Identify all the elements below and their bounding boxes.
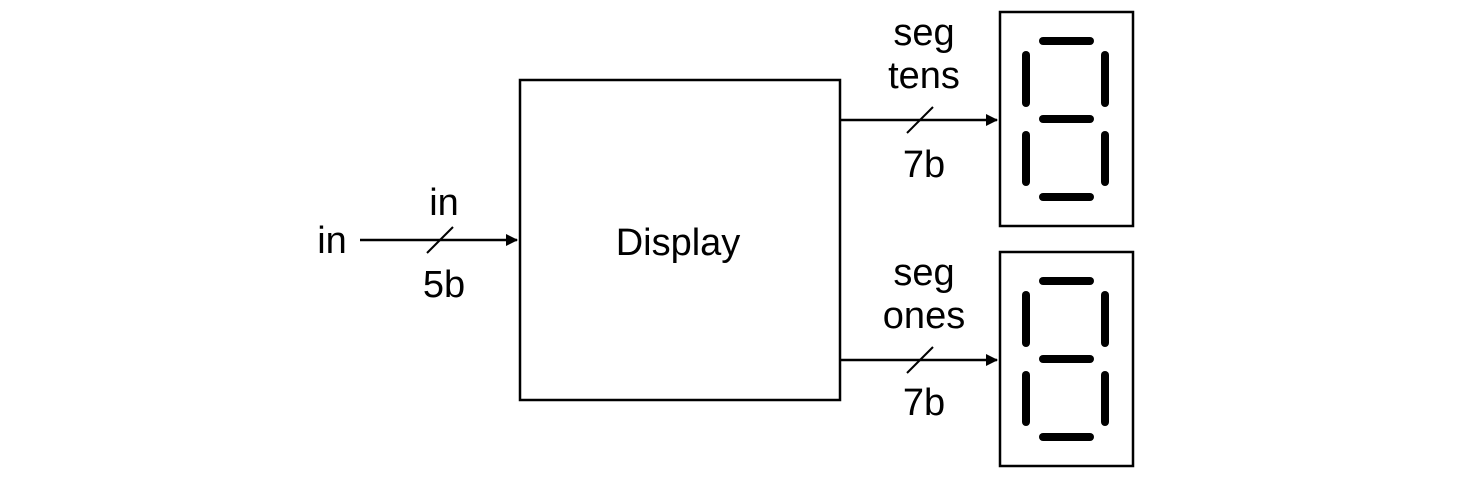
display-block-label: Display	[616, 222, 741, 264]
seg-tens-name-line2: tens	[888, 55, 960, 97]
seg-tens-name-line1: seg	[893, 12, 954, 54]
seg-tens-bus-slash	[906, 106, 934, 134]
seven-segment-frame-tens	[998, 10, 1135, 228]
seven-segment-display-ones	[998, 250, 1135, 468]
seg-ones-bus-width: 7b	[903, 382, 945, 424]
seg-ones-name-line2: ones	[883, 295, 965, 337]
input-port-label: in	[317, 220, 347, 262]
seg-ones-bus-slash	[906, 346, 934, 374]
display-block	[518, 78, 842, 402]
seg-ones-name-line1: seg	[893, 252, 954, 294]
seg-tens-bus-width: 7b	[903, 144, 945, 186]
input-bus-width: 5b	[423, 264, 465, 306]
input-bus-slash	[426, 226, 454, 254]
input-wire-name: in	[429, 182, 459, 224]
seven-segment-frame-ones	[998, 250, 1135, 468]
seven-segment-display-tens	[998, 10, 1135, 228]
